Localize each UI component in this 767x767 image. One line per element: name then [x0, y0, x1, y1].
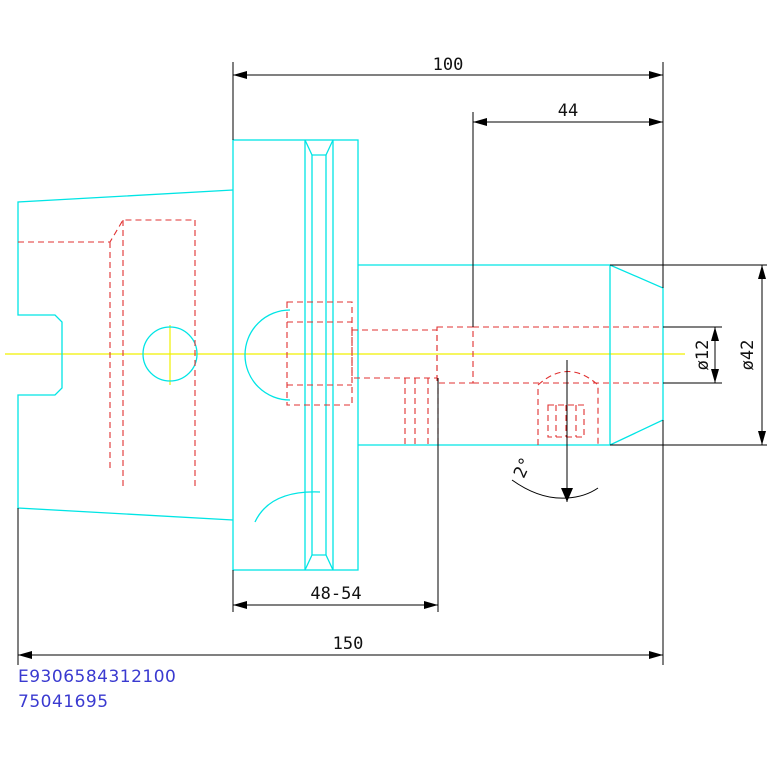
flange [232, 139, 359, 571]
dim-d42-label: ø42 [738, 340, 758, 371]
taper-shank [17, 189, 234, 521]
taper-angle-label: 2° [510, 454, 537, 481]
dim-150 [17, 420, 664, 665]
dim-48-54-label: 48-54 [310, 584, 361, 604]
holder-nose [358, 264, 664, 446]
dim-d12 [663, 326, 722, 384]
order-code: 75041695 [18, 692, 109, 712]
angle-indicator [511, 360, 599, 502]
dim-150-label: 150 [333, 634, 364, 654]
dim-d12-label: ø12 [693, 340, 713, 371]
dim-44-label: 44 [558, 101, 578, 121]
dim-d42 [610, 264, 767, 446]
dim-48-54 [232, 378, 439, 612]
dim-100 [232, 62, 664, 288]
pull-stud-bore [142, 326, 198, 382]
article-code: E9306584312100 [18, 667, 177, 687]
dim-100-label: 100 [433, 55, 464, 75]
hidden-features [18, 219, 663, 490]
dim-44 [472, 112, 663, 327]
